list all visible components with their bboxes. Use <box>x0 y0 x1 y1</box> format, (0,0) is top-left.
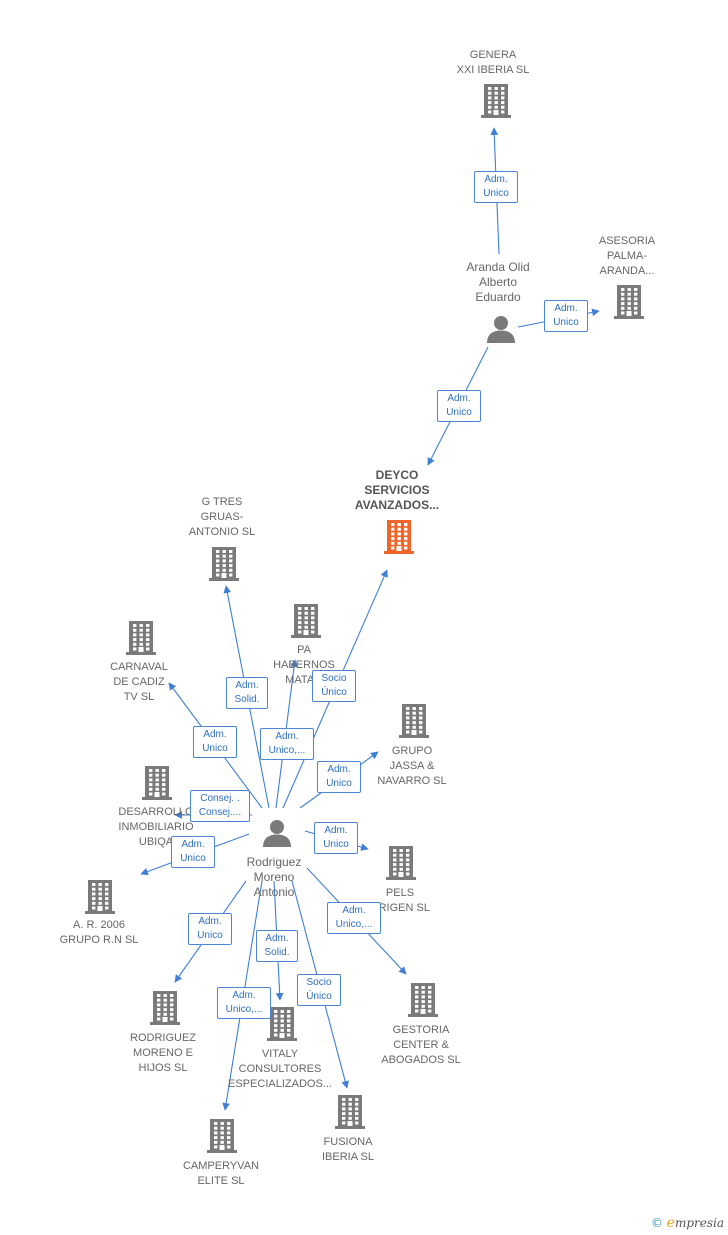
building-icon[interactable] <box>614 285 644 324</box>
building-icon[interactable] <box>408 983 438 1022</box>
role-badge-rodriguez-to-carnaval[interactable]: Adm. Unico <box>193 726 237 758</box>
role-badge-rodriguez-to-camperyvan[interactable]: Adm. Unico,... <box>217 987 271 1019</box>
role-badge-rodriguez-to-fusiona[interactable]: Socio Único <box>297 974 341 1006</box>
building-icon[interactable] <box>399 704 429 743</box>
building-icon[interactable] <box>150 991 180 1030</box>
role-badge-rodriguez-to-rmhijos[interactable]: Adm. Unico <box>188 913 232 945</box>
person-icon[interactable] <box>262 819 292 852</box>
copyright-symbol: © <box>650 1216 663 1230</box>
role-badge-rodriguez-to-pels[interactable]: Adm. Unico <box>314 822 358 854</box>
brand-initial: e <box>666 1215 675 1231</box>
node-label-rmhijos[interactable]: RODRIGUEZ MORENO E HIJOS SL <box>130 1032 196 1074</box>
role-badge-rodriguez-to-grupo[interactable]: Adm. Unico <box>317 761 361 793</box>
role-badge-rodriguez-to-pa[interactable]: Adm. Unico,... <box>260 728 314 760</box>
role-badge-rodriguez-to-gtres[interactable]: Adm. Solid. <box>226 677 268 709</box>
building-icon[interactable] <box>384 520 414 559</box>
node-label-grupo[interactable]: GRUPO JASSA & NAVARRO SL <box>377 745 447 787</box>
building-icon[interactable] <box>209 547 239 586</box>
node-label-genera[interactable]: GENERA XXI IBERIA SL <box>456 49 530 76</box>
role-badge-rodriguez-to-desarrollo[interactable]: Consej. . Consej.... <box>190 790 250 822</box>
role-badge-aranda-to-asesoria[interactable]: Adm. Unico <box>544 300 588 332</box>
role-badge-rodriguez-to-deyco[interactable]: Socio Único <box>312 670 356 702</box>
node-label-asesoria[interactable]: ASESORIA PALMA- ARANDA... <box>598 235 656 277</box>
role-badge-rodriguez-to-gestoria[interactable]: Adm. Unico,... <box>327 902 381 934</box>
building-icon[interactable] <box>267 1007 297 1046</box>
node-label-deyco[interactable]: DEYCO SERVICIOS AVANZADOS... <box>354 468 440 512</box>
node-label-gestoria[interactable]: GESTORIA CENTER & ABOGADOS SL <box>381 1024 461 1066</box>
node-label-ar2006[interactable]: A. R. 2006 GRUPO R.N SL <box>59 919 139 946</box>
role-badge-aranda-to-deyco[interactable]: Adm. Unico <box>437 390 481 422</box>
role-badge-aranda-to-genera[interactable]: Adm. Unico <box>474 171 518 203</box>
node-label-gtres[interactable]: G TRES GRUAS- ANTONIO SL <box>188 496 256 538</box>
building-icon[interactable] <box>207 1119 237 1158</box>
building-icon[interactable] <box>335 1095 365 1134</box>
role-badge-rodriguez-to-vitaly[interactable]: Adm. Solid. <box>256 930 298 962</box>
node-label-desarrollo[interactable]: DESARROLLO INMOBILIARIO UBIQA <box>118 806 194 848</box>
building-icon[interactable] <box>386 846 416 885</box>
node-label-carnaval[interactable]: CARNAVAL DE CADIZ TV SL <box>110 661 168 703</box>
building-icon[interactable] <box>126 621 156 660</box>
building-icon[interactable] <box>85 880 115 919</box>
node-label-vitaly[interactable]: VITALY CONSULTORES ESPECIALIZADOS... <box>228 1048 332 1090</box>
building-icon[interactable] <box>291 604 321 643</box>
node-label-rodriguez[interactable]: Rodriguez Moreno Antonio <box>246 855 302 899</box>
building-icon[interactable] <box>142 766 172 805</box>
brand-name: mpresia <box>674 1216 724 1230</box>
person-icon[interactable] <box>486 315 516 348</box>
node-label-aranda[interactable]: Aranda Olid Alberto Eduardo <box>466 260 530 304</box>
building-icon[interactable] <box>481 84 511 123</box>
footer-brand: © empresia <box>651 1215 724 1231</box>
role-badge-rodriguez-to-ar2006[interactable]: Adm. Unico <box>171 836 215 868</box>
node-label-camperyvan[interactable]: CAMPERYVAN ELITE SL <box>182 1160 259 1187</box>
node-label-fusiona[interactable]: FUSIONA IBERIA SL <box>322 1136 374 1163</box>
